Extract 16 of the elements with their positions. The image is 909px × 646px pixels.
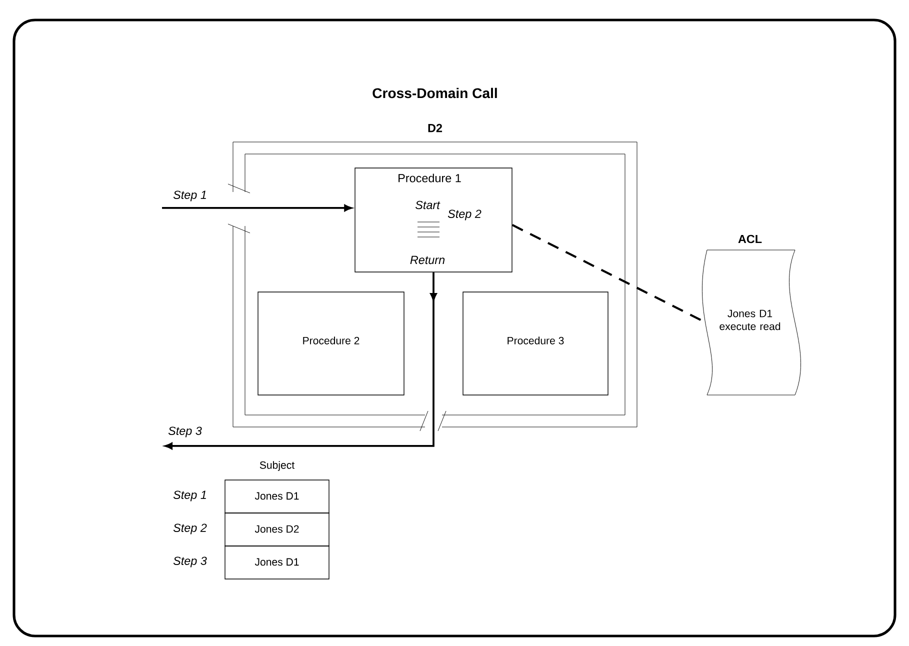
row-label: Step 1 [173,490,206,502]
procedure-box: Procedure 2 [258,292,404,396]
arrow [162,204,352,212]
procedure-box: Procedure 3 [462,292,608,396]
table-cell: Jones D1 [224,546,330,580]
procedure-box: Procedure 1 Start Step 2 Return [354,168,512,272]
arrow [164,272,437,450]
edge-label: Step 1 [173,190,206,202]
title: Cross-Domain Call [372,88,497,98]
row-label: Step 3 [173,556,207,568]
column-header: Subject [260,461,294,471]
table-cell: Jones D2 [224,512,330,546]
edge-label: Step 3 [168,426,202,438]
node-label: ACL [738,234,762,244]
table-cell: Jones D1 [224,480,330,514]
row-label: Step 2 [173,524,207,534]
